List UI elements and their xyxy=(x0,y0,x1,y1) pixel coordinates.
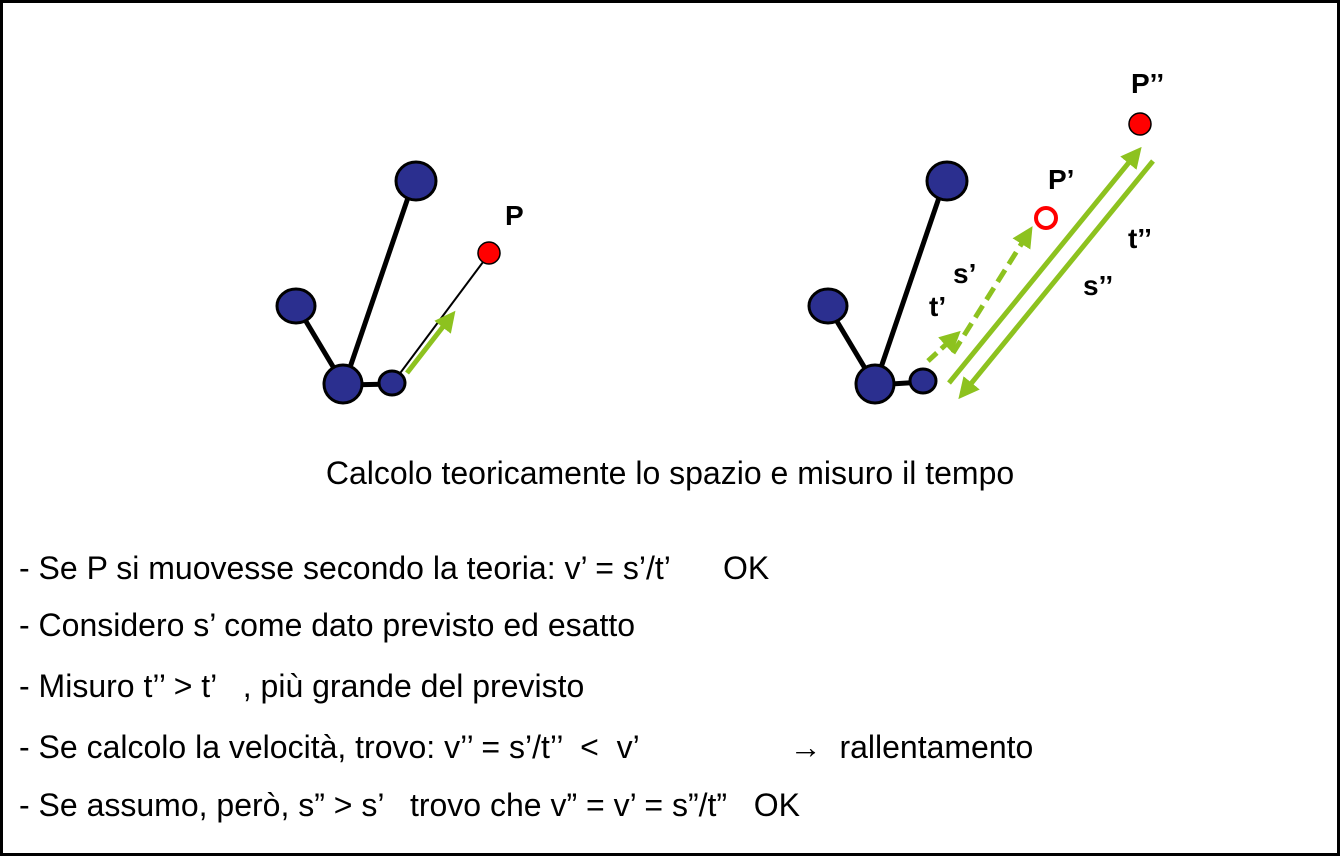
right-arrow-icon: → xyxy=(789,729,822,765)
right-joint-base xyxy=(854,363,896,405)
right-arm: P’ P’’ s’ t’ t’’ s’’ xyxy=(807,68,1164,405)
right-joint-top xyxy=(925,160,969,202)
point-p xyxy=(477,241,501,265)
statement-line-5: - Se assumo, però, s” > s’ trovo che v” … xyxy=(19,787,800,823)
label-s-prime: s’ xyxy=(953,258,976,289)
statement-line-4-result: rallentamento xyxy=(821,729,1034,765)
left-trajectory-line xyxy=(391,253,490,385)
point-p-double xyxy=(1128,112,1152,136)
t-double-solid-arrow xyxy=(947,146,1142,385)
label-t-prime: t’ xyxy=(929,291,946,322)
label-p-double: P’’ xyxy=(1131,68,1164,99)
robot-arm-diagram: P P’ P’’ s’ t’ t’’ s’’ xyxy=(275,68,1164,405)
left-joint-side xyxy=(275,287,317,325)
left-joint-base xyxy=(322,363,364,405)
statement-line-3: - Misuro t’’ > t’ , più grande del previ… xyxy=(19,668,585,704)
right-link-upper xyxy=(872,182,947,386)
label-s-double: s’’ xyxy=(1083,270,1113,301)
diagram-caption: Calcolo teoricamente lo spazio e misuro … xyxy=(325,455,1015,491)
label-t-double: t’’ xyxy=(1128,223,1152,254)
left-joint-top xyxy=(394,160,438,202)
left-green-arrow xyxy=(405,310,456,375)
s-double-solid-arrow xyxy=(958,159,1155,400)
point-p-prime xyxy=(1034,206,1058,230)
t-prime-dashed-arrow xyxy=(926,330,961,363)
s-prime-dashed-arrow xyxy=(950,226,1033,355)
label-p: P xyxy=(505,200,524,231)
statement-line-1: - Se P si muovesse secondo la teoria: v’… xyxy=(19,550,770,586)
left-link-upper xyxy=(341,182,416,386)
statement-line-2: - Considero s’ come dato previsto ed esa… xyxy=(19,607,636,643)
right-joint-side xyxy=(807,287,849,325)
left-arm: P xyxy=(275,160,524,405)
right-joint-end xyxy=(908,367,938,395)
statement-line-4: - Se calcolo la velocità, trovo: v’’ = s… xyxy=(19,728,1033,766)
left-joint-end xyxy=(377,369,407,397)
statement-line-4-text: - Se calcolo la velocità, trovo: v’’ = s… xyxy=(19,729,790,765)
label-p-prime: P’ xyxy=(1048,164,1074,195)
